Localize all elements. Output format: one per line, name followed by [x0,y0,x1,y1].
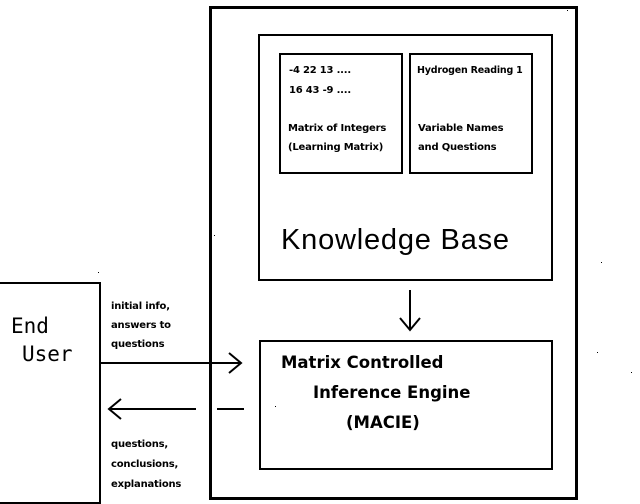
output-label-line-1: questions, [111,439,168,450]
inference-engine-box [259,340,553,470]
speckle [601,262,602,263]
end-user-label-line-1: End [11,314,49,338]
input-label-line-3: questions [111,339,165,350]
knowledge-base-title: Knowledge Base [281,224,510,256]
names-card-heading: Hydrogen Reading 1 [417,65,523,76]
speckle [567,10,568,11]
matrix-row-2: 16 43 -9 .... [289,85,351,96]
names-card-label-1: Variable Names [418,123,504,134]
input-label-line-1: initial info, [111,301,170,312]
speckle [597,352,598,353]
end-user-box [0,282,101,504]
matrix-card [279,53,403,174]
matrix-label-1: Matrix of Integers [288,123,387,134]
engine-label-line-1: Matrix Controlled [281,353,444,372]
engine-label-line-3: (MACIE) [346,413,420,432]
speckle [631,372,632,373]
input-label-line-2: answers to [111,320,171,331]
engine-label-line-2: Inference Engine [313,383,471,402]
speckle [214,235,215,236]
variable-names-card [409,53,533,174]
engine-to-user-arrow [107,398,244,420]
speckle [98,272,99,273]
matrix-label-2: (Learning Matrix) [288,142,384,153]
matrix-row-1: -4 22 13 .... [289,65,351,76]
end-user-label-line-2: User [22,342,73,366]
user-to-engine-arrow [101,352,243,374]
names-card-label-2: and Questions [418,142,497,153]
output-label-line-3: explanations [111,479,182,490]
output-label-line-2: conclusions, [111,459,179,470]
kb-to-engine-arrow [399,290,421,332]
speckle [275,406,276,407]
